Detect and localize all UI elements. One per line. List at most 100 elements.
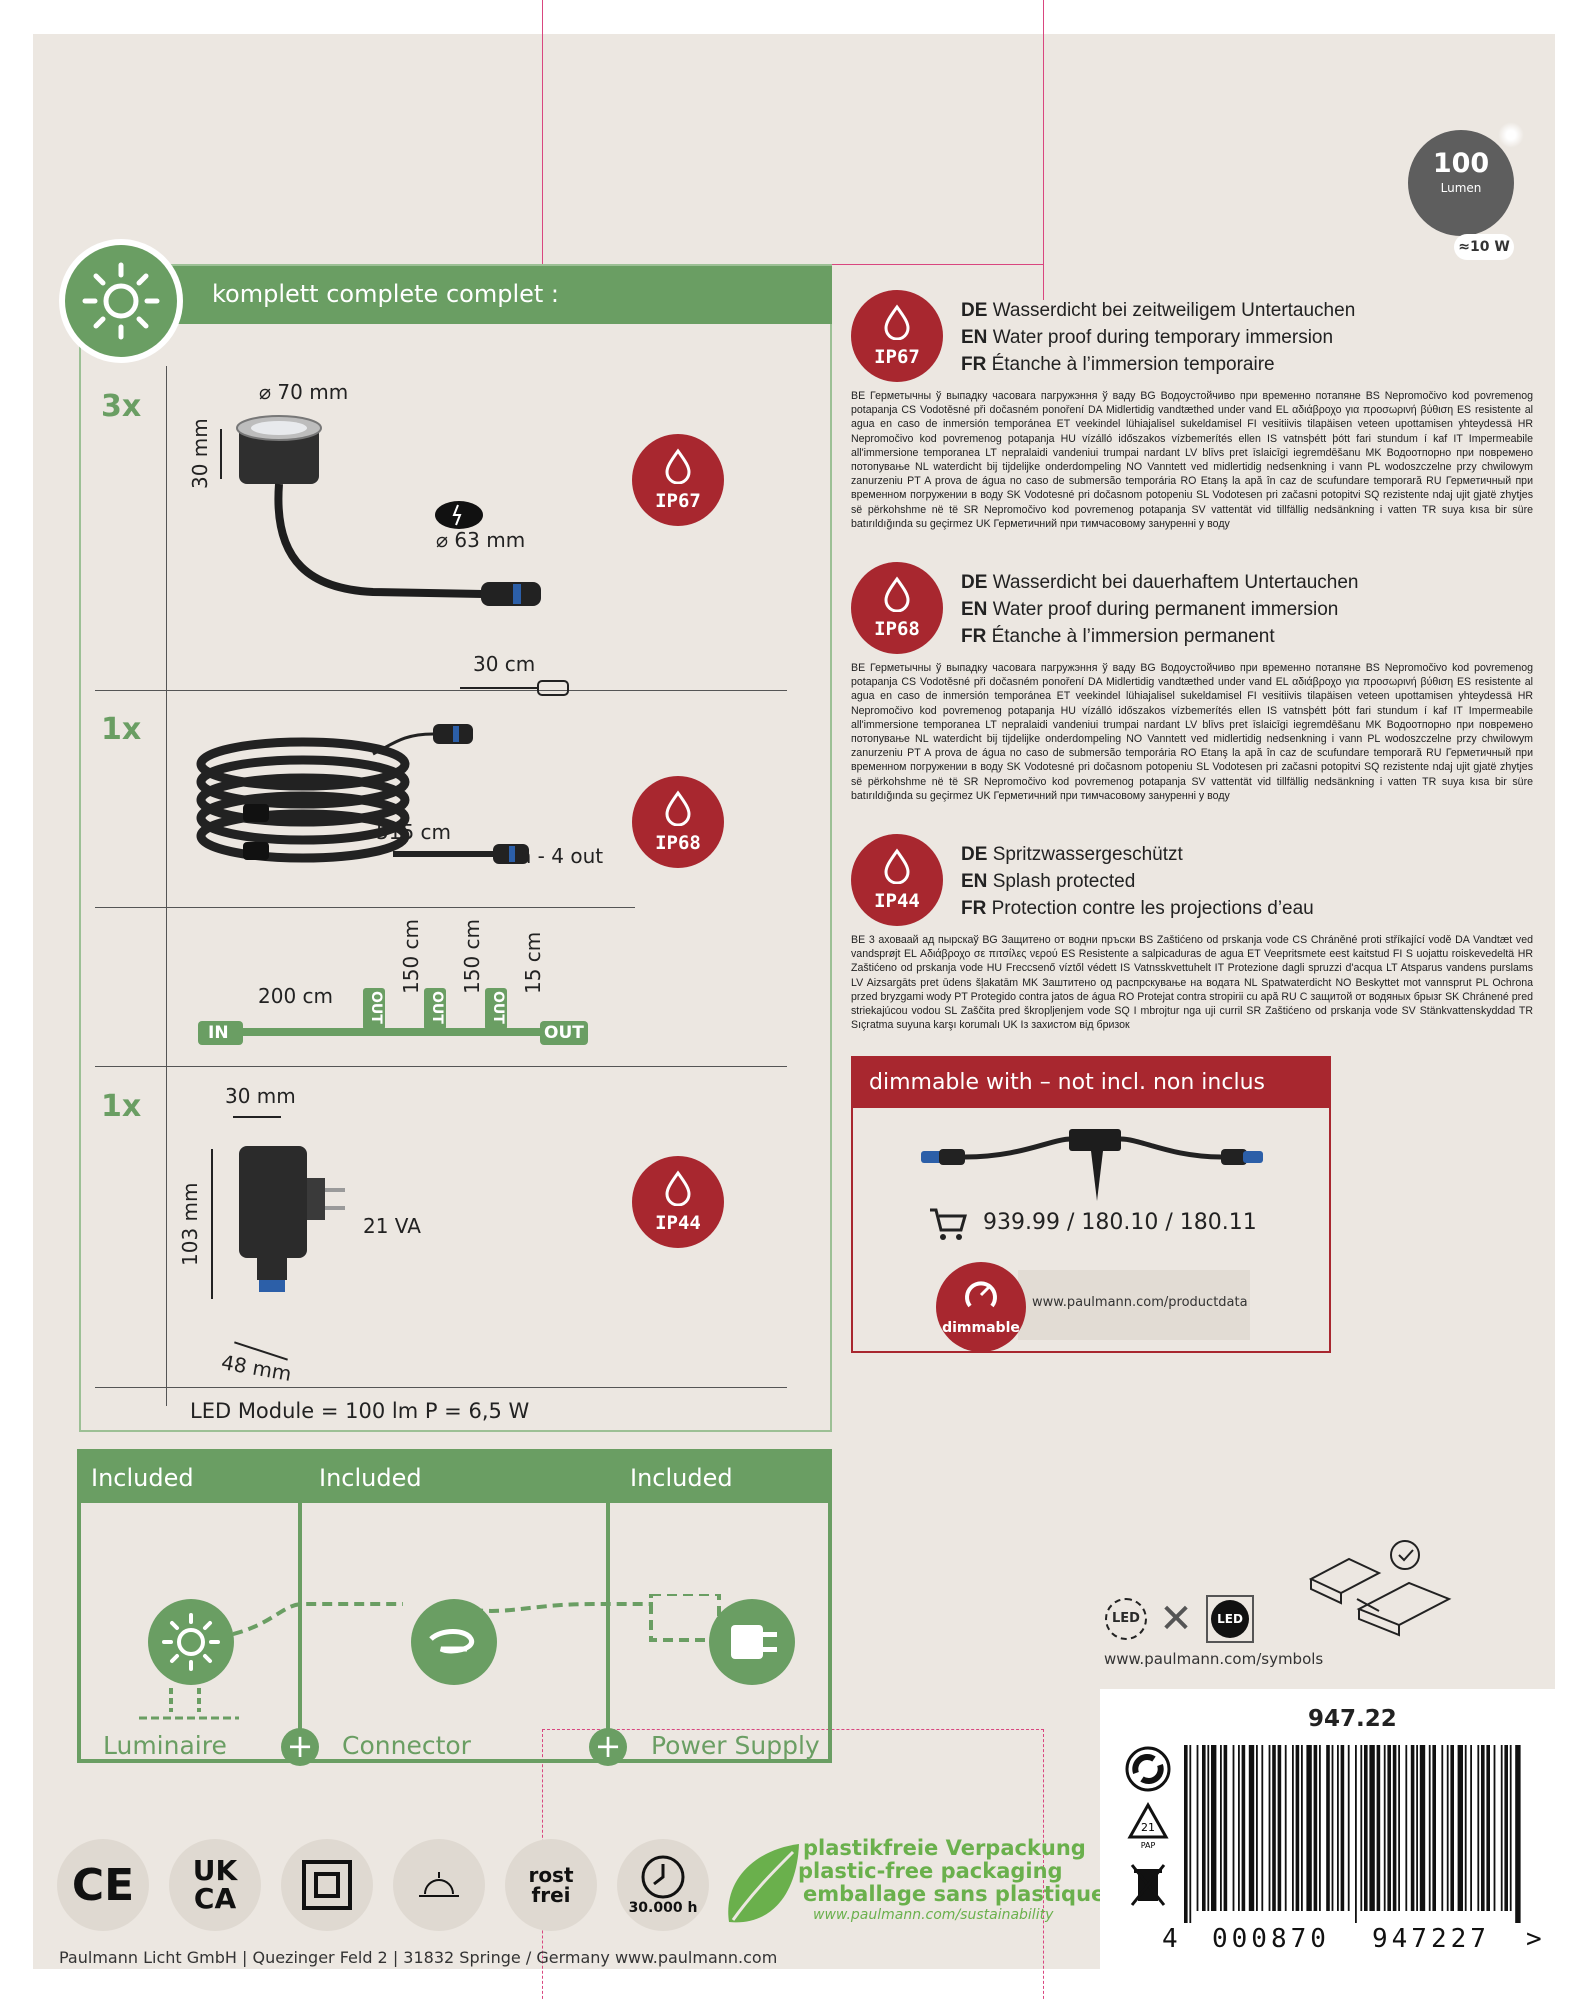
barcode-bar (1477, 1745, 1480, 1911)
led-crossed-symbol: ✕ (1159, 1596, 1193, 1642)
ip67-badge: IP67 (851, 290, 943, 382)
psu-height: 103 mm (178, 1182, 202, 1267)
class-ii-icon (281, 1839, 373, 1931)
barcode-bar (1241, 1745, 1246, 1911)
rust-free-icon: rost frei (505, 1839, 597, 1931)
cut-line-lower-right (1043, 1729, 1044, 2000)
spot-qty: 3x (101, 389, 142, 424)
barcode-bar (1504, 1745, 1508, 1911)
footer-address: Paulmann Licht GmbH | Quezinger Feld 2 |… (59, 1948, 778, 1967)
outlet-2-label: OUT (429, 991, 445, 1024)
cut-line-flap-right (1043, 0, 1044, 300)
green-dot-recycle-icon (1125, 1746, 1171, 1792)
connector-icon (411, 1599, 497, 1685)
spot-diameter: ⌀ 70 mm (259, 380, 349, 404)
barcode-bar (1223, 1745, 1228, 1911)
height-arrow-icon-psu (211, 1149, 213, 1299)
barcode-bar (1319, 1745, 1321, 1911)
sun-icon-small (162, 1613, 220, 1671)
wiring-seg4: 15 cm (521, 931, 545, 994)
plastic-free-fr: emballage sans plastique (803, 1882, 1106, 1906)
cable-icon (429, 1629, 475, 1654)
psu-width: 30 mm (225, 1084, 296, 1108)
barcode-bar (1515, 1745, 1521, 1923)
barcode-bar (1272, 1745, 1276, 1911)
recycle-code: 21 (1141, 1821, 1155, 1834)
spot-height: 30 mm (188, 418, 212, 489)
product-url-box: www.paulmann.com/productdata (1018, 1270, 1250, 1340)
frei-text: frei (531, 1883, 571, 1907)
outlet-3-label: OUT (490, 991, 506, 1024)
spot-cable-length: 30 cm (473, 652, 536, 676)
power-supply-illustration (239, 1146, 345, 1292)
barcode-bar (1441, 1745, 1444, 1911)
barcode-bar (1470, 1745, 1472, 1911)
water-drop-icon (884, 576, 910, 612)
barcode-bar (1347, 1745, 1350, 1911)
plastic-free-en: plastic-free packaging (798, 1859, 1063, 1883)
wiring-line (223, 1028, 563, 1036)
wiring-out-tag: OUT (540, 1021, 588, 1045)
barcode-bar (1284, 1745, 1287, 1911)
plastic-free-url: www.paulmann.com/sustainability (813, 1907, 1054, 1923)
lifetime-icon: 30.000 h (617, 1839, 709, 1931)
included-header-1: Included (91, 1464, 194, 1492)
led-symbol-1-label: LED (1112, 1611, 1140, 1626)
ip68-fr-line: FR Étanche à l’immersion permanent (961, 626, 1275, 647)
ukca-bottom: CA (193, 1882, 237, 1915)
barcode-digits-right: 947227 (1372, 1924, 1490, 1954)
barcode-bar (1428, 1745, 1431, 1911)
product-url[interactable]: www.paulmann.com/productdata (1032, 1295, 1248, 1310)
barcode-bar (1481, 1745, 1485, 1911)
ce-mark-text: CE (71, 1859, 135, 1911)
connector-label: Connector (342, 1731, 471, 1760)
ip44-label-psu: IP44 (655, 1212, 701, 1234)
cart-icon (930, 1208, 967, 1240)
barcode-bar (1392, 1745, 1397, 1911)
sun-icon (82, 262, 160, 340)
barcode-bar (1387, 1745, 1391, 1911)
ce-mark: CE (57, 1839, 149, 1931)
water-drop-icon (884, 848, 910, 884)
ip67-en-line: EN Water proof during temporary immersio… (961, 327, 1334, 348)
wiring-in: IN (208, 1023, 229, 1043)
barcode-bar (1457, 1745, 1463, 1911)
barcode-bar (1211, 1745, 1217, 1911)
barcode-bar (1202, 1745, 1206, 1911)
lumen-equiv-pill: ≈10 W (1454, 234, 1514, 260)
barcode-bar (1207, 1745, 1210, 1911)
lumen-unit: Lumen (1440, 181, 1482, 195)
packaging-sheet: 100 Lumen ≈10 W komplett complete comple… (33, 0, 1555, 2000)
wiring-seg2: 150 cm (399, 918, 423, 994)
weee-bin-icon (1130, 1864, 1166, 1906)
barcode-bar (1301, 1745, 1303, 1911)
barcode-bar (1376, 1745, 1381, 1911)
psu-power: 21 VA (363, 1214, 421, 1238)
outlet-tag-3: OUT (485, 988, 507, 1030)
barcode-bar (1306, 1745, 1312, 1911)
panel-divider-4 (95, 1387, 787, 1388)
dimmer-controller-illustration (921, 1129, 1263, 1201)
ip68-en-line: EN Water proof during permanent immersio… (961, 599, 1339, 620)
barcode-bar (1432, 1745, 1436, 1911)
barcode-bar (1405, 1745, 1408, 1911)
plastic-free-de: plastikfreie Verpackung (803, 1836, 1086, 1860)
included-panel (77, 1449, 832, 1763)
power-supply-icon (709, 1599, 795, 1685)
barcode-bar (1196, 1745, 1199, 1911)
led-replacement-icon (1309, 1540, 1452, 1637)
cable-length-icon (460, 680, 569, 696)
ip68-translations: BE Герметычны ў выпадку часовага пагружэ… (851, 662, 1533, 802)
water-drop-icon (665, 448, 691, 484)
clock-icon (641, 1855, 685, 1899)
cable-qty: 1x (101, 712, 142, 747)
sparkle-icon (1498, 122, 1524, 148)
plug-icon (731, 1625, 777, 1659)
symbols-url[interactable]: www.paulmann.com/symbols (1104, 1650, 1324, 1668)
ip68-lang-lines: DE Wasserdicht bei dauerhaftem Untertauc… (961, 569, 1358, 650)
barcode-bar (1326, 1745, 1330, 1911)
included-header-bar (81, 1453, 828, 1503)
ip67-label-spot: IP67 (655, 490, 701, 512)
ip67-de-line: DE Wasserdicht bei zeitweiligem Untertau… (961, 300, 1356, 321)
barcode-area: 947.22 21 PAP 4 000870 947227 > (1100, 1689, 1555, 1969)
